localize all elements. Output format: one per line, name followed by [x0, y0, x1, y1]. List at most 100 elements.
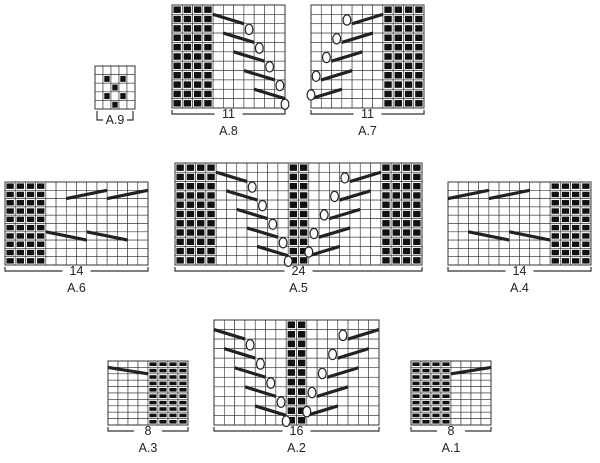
knit-cell — [331, 60, 343, 71]
knit-cell — [308, 218, 320, 229]
knit-cell — [96, 206, 108, 216]
yarn-over-symbol — [276, 396, 286, 408]
purl-symbol — [6, 208, 14, 214]
knit-cell — [223, 42, 234, 53]
knit-cell — [310, 60, 322, 71]
knit-cell — [457, 231, 469, 241]
knit-cell — [331, 79, 343, 90]
purl-symbol — [176, 238, 184, 246]
decrease-stroke — [450, 365, 492, 376]
decrease-stroke — [320, 69, 353, 82]
knit-cell — [457, 198, 469, 208]
yarn-over-symbol — [321, 51, 331, 64]
yarn-over-symbol — [281, 415, 291, 428]
purl-symbol — [37, 258, 45, 264]
knit-cell — [137, 214, 149, 224]
knit-cell — [358, 396, 369, 407]
decrease-stroke — [256, 244, 289, 258]
purl-symbol — [207, 164, 215, 171]
knit-cell — [316, 329, 328, 340]
knit-cell — [76, 181, 88, 191]
purl-symbol — [413, 257, 421, 264]
knit-cell — [347, 405, 359, 416]
knit-cell — [370, 181, 382, 192]
knit-cell — [347, 338, 359, 349]
knit-cell — [243, 98, 255, 109]
knit-cell — [337, 415, 349, 426]
knit-cell — [224, 357, 235, 369]
purl-symbol — [179, 388, 187, 392]
knit-cell — [55, 206, 67, 216]
purl-symbol — [173, 81, 181, 88]
knit-cell — [306, 357, 318, 369]
knit-cell — [450, 386, 462, 394]
knit-cell — [372, 42, 384, 53]
purl-symbol — [197, 164, 205, 171]
purl-symbol — [551, 249, 559, 256]
purl-symbol — [415, 90, 423, 98]
knit-cell — [341, 88, 353, 99]
knit-cell — [308, 190, 320, 201]
purl-symbol — [6, 249, 14, 256]
decrease-stroke — [65, 188, 108, 201]
knit-cell — [478, 256, 490, 266]
knit-cell — [137, 386, 149, 394]
purl-symbol — [415, 71, 423, 79]
purl-symbol — [186, 164, 195, 171]
decrease-stroke — [326, 366, 359, 379]
knit-cell — [316, 338, 328, 349]
purl-symbol — [149, 394, 157, 398]
knit-cell — [244, 329, 256, 340]
knit-cell — [257, 236, 268, 247]
purl-symbol — [16, 224, 24, 231]
knit-cell — [362, 23, 373, 34]
knit-cell — [539, 206, 551, 216]
purl-symbol — [384, 34, 392, 42]
knit-cell — [318, 181, 330, 192]
knit-cell — [498, 223, 510, 233]
purl-symbol — [289, 182, 298, 190]
purl-symbol — [392, 201, 400, 208]
purl-symbol — [442, 368, 450, 373]
knit-cell — [277, 209, 289, 219]
knit-cell — [107, 386, 119, 394]
knit-cell — [529, 239, 541, 249]
knit-cell — [243, 42, 255, 53]
purl-symbol — [169, 394, 177, 398]
purl-symbol — [26, 258, 35, 264]
knit-cell — [351, 23, 363, 34]
purl-symbol — [392, 229, 400, 236]
yarn-over-symbol — [319, 209, 329, 221]
knit-cell — [327, 376, 339, 388]
knit-cell — [137, 360, 149, 368]
yarn-over-symbol — [330, 190, 340, 203]
chart-title: A.7 — [358, 124, 377, 138]
yarn-over-symbol — [255, 358, 265, 370]
knit-cell — [257, 190, 268, 201]
knit-cell — [226, 255, 238, 266]
purl-symbol — [197, 173, 205, 181]
knit-cell — [331, 98, 343, 109]
yarn-over-symbol — [311, 70, 321, 82]
chart-border — [174, 162, 423, 266]
knit-cell — [359, 199, 371, 210]
knit-cell — [223, 79, 234, 90]
purl-symbol — [572, 258, 580, 264]
knit-cell — [368, 367, 380, 378]
knit-cell — [460, 418, 472, 426]
knit-cell — [86, 248, 98, 257]
knit-cell — [539, 190, 551, 199]
knit-cell — [107, 418, 119, 426]
knit-cell — [358, 357, 369, 369]
purl-symbol — [37, 241, 45, 247]
purl-symbol — [204, 43, 212, 51]
knit-cell — [316, 357, 328, 369]
decrease-stroke — [243, 69, 276, 82]
purl-symbol — [404, 100, 413, 107]
purl-symbol — [287, 321, 296, 329]
purl-symbol — [402, 257, 411, 264]
purl-symbol — [402, 201, 411, 208]
knit-cell — [234, 405, 246, 416]
purl-symbol — [582, 258, 590, 264]
knit-cell — [253, 98, 265, 109]
